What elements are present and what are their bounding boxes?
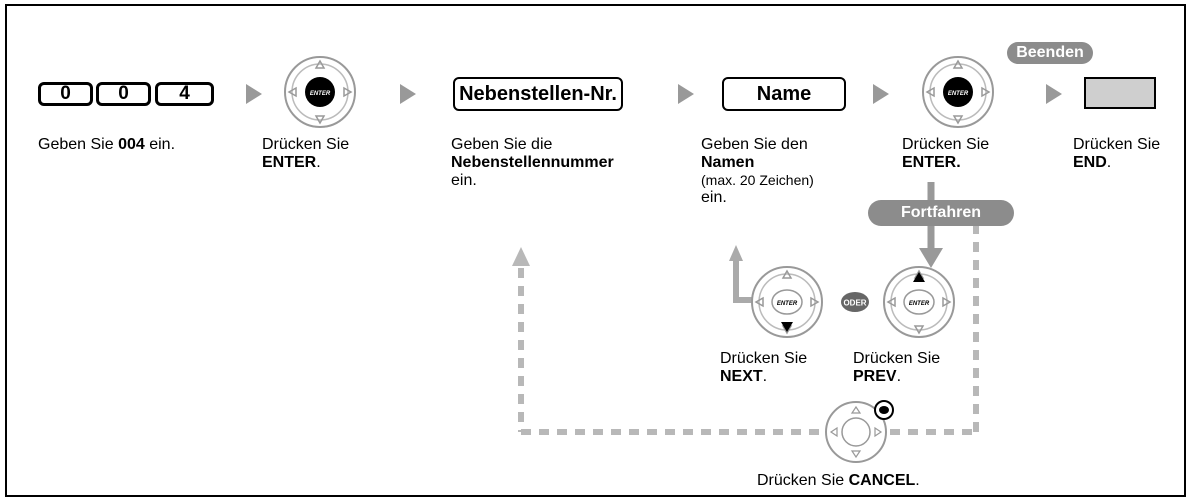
navigator-prev-icon: ENTER (883, 266, 955, 338)
diagram-frame (5, 4, 1186, 497)
caption-step4: Geben Sie den Namen (max. 20 Zeichen) ei… (701, 136, 814, 206)
extension-number-field: Nebenstellen-Nr. (453, 77, 623, 111)
navigator-cancel-icon (825, 401, 887, 463)
digit-key-4: 4 (155, 82, 214, 106)
caption-step3: Geben Sie die Nebenstellennummer ein. (451, 136, 614, 189)
or-badge: ODER (841, 292, 869, 312)
flow-arrow-4 (873, 84, 889, 104)
navigator-enter-icon-2: ENTER (922, 56, 994, 128)
dashed-arrow-head (512, 247, 530, 266)
dashed-return-path (518, 208, 979, 435)
continue-arrow-head (919, 248, 943, 268)
flow-arrow-1 (246, 84, 262, 104)
next-return-arrow (733, 259, 752, 303)
digit-key-0-first: 0 (38, 82, 93, 106)
end-key-icon (1084, 77, 1156, 109)
navigator-enter-icon-1: ENTER (284, 56, 356, 128)
caption-cancel: Drücken Sie CANCEL. (757, 472, 920, 489)
name-field: Name (722, 77, 846, 111)
caption-step2: Drücken Sie ENTER. (262, 136, 350, 171)
caption-next: Drücken Sie NEXT. (720, 350, 808, 385)
svg-text:ENTER: ENTER (948, 91, 969, 97)
flow-arrows (246, 84, 1062, 104)
end-badge: Beenden (1007, 42, 1093, 64)
enter-key-label: ENTER (310, 91, 331, 97)
svg-text:ENTER: ENTER (909, 301, 930, 307)
caption-step5: Drücken Sie ENTER. (902, 136, 990, 171)
caption-prev: Drücken Sie PREV. (853, 350, 941, 385)
digit-key-0-second: 0 (96, 82, 151, 106)
cancel-button-icon (874, 400, 894, 420)
navigator-next-icon: ENTER (751, 266, 823, 338)
flow-arrow-5 (1046, 84, 1062, 104)
caption-step1: Geben Sie 004 ein. (38, 136, 176, 153)
flow-arrow-3 (678, 84, 694, 104)
caption-step6: Drücken Sie END. (1073, 136, 1161, 171)
svg-text:ODER: ODER (843, 299, 866, 308)
continue-badge: Fortfahren (868, 200, 1014, 226)
svg-text:ENTER: ENTER (777, 301, 798, 307)
flow-arrow-2 (400, 84, 416, 104)
